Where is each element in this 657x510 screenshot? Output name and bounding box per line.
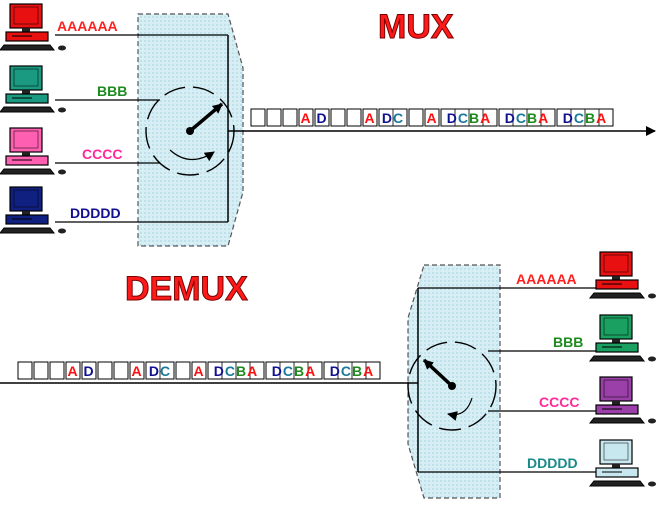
demux-stream-cell: D [81,361,97,380]
demux-switch-circle [407,341,497,431]
demux-stream-cell-box [191,361,207,380]
demux-stream-cell-label: A [193,363,204,379]
mux-label-a: AAAAAA [57,18,118,34]
demux-stream-cell-box [129,361,145,380]
demux-switch-pointer [422,358,454,388]
demux-stream-cell: DCBA [323,361,381,380]
computer-icon [0,65,66,113]
mux-stream-cell-label: A [426,110,437,126]
demux-title: DEMUX [125,270,248,308]
mux-stream-cell-box [314,108,330,127]
demux-stream-cell-box [17,361,33,380]
demux-stream-cell-label: DCBA [330,363,375,379]
mux-stream-cell-box [330,108,346,127]
demux-stream-cell-box [81,361,97,380]
demux-stream-cell [49,361,65,380]
mux-stream-cell [408,108,424,127]
mux-stream-cell-label: D [316,110,327,126]
demux-label-a: AAAAAA [516,271,577,287]
mux-stream-cell-box [408,108,424,127]
computer-icon [0,127,66,175]
demux-stream-cell: A [129,361,145,380]
mux-stream-cell: DCBA [440,108,498,127]
mux-stream-cell [330,108,346,127]
mux-stream-cell-box [266,108,282,127]
demux-label-c: CCCC [539,394,579,410]
mux-stream-cell: DCBA [556,108,614,127]
mux-stream-cell: A [298,108,314,127]
mux-stream-cell-label: DCBA [447,110,492,126]
mux-label-d: DDDDD [70,205,121,221]
mux-stream-cell-box [362,108,378,127]
mux-stream-cell: A [424,108,440,127]
demux-stream-cell-label: A [131,363,142,379]
demux-stream-cell-box [175,361,191,380]
mux-switch-pivot [186,127,194,135]
mux-stream-cell-box [298,108,314,127]
computer-icon [588,439,656,487]
mux-label-c: CCCC [82,146,122,162]
demux-stream-cell-box [49,361,65,380]
demux-box [407,264,501,499]
demux-stream-cell [33,361,49,380]
demux-stream-cell-label: DC [149,363,171,379]
mux-stream-cell: DCBA [498,108,556,127]
computer-icon [588,251,656,299]
mux-stream-cell: D [314,108,330,127]
demux-stream-cell-label: DCBA [272,363,317,379]
mux-stream-cell-label: A [364,110,375,126]
demux-stream-cell-box [33,361,49,380]
mux-computers [0,3,66,234]
demux-stream-cell-box [97,361,113,380]
computer-icon [0,3,66,51]
demux-label-d: DDDDD [527,455,578,471]
demux-stream-cell [113,361,129,380]
demux-stream-cell [97,361,113,380]
demux-switch-pivot [448,382,456,390]
mux-stream-cell-label: DC [382,110,404,126]
demux-stream-cell: DCBA [265,361,323,380]
mux-rotation-arrow [169,149,215,162]
demux-stream-cell [17,361,33,380]
demux-stream-cell-label: D [83,363,94,379]
demux-stream-cell: A [65,361,81,380]
mux-stream-cell: DC [378,108,408,127]
mux-stream-cell [266,108,282,127]
demux-stream-cell: A [191,361,207,380]
mux-stream-cell [250,108,266,127]
computer-icon [0,186,66,234]
demux-label-b: BBB [553,334,583,350]
mux-stream-cell-box [282,108,298,127]
mux-stream-cell [282,108,298,127]
demux-stream-cell: DC [145,361,175,380]
demux-stream-cell-label: A [67,363,78,379]
demux-stream-cell-label: DCBA [214,363,259,379]
mux-stream-cell-label: A [300,110,311,126]
mux-stream-cell-box [250,108,266,127]
demux-rotation-arrow [447,397,473,421]
demux-computers [588,251,656,487]
demux-stream-cell-box [65,361,81,380]
demux-stream-cell: DCBA [207,361,265,380]
demux-stream-cell-box [113,361,129,380]
mux-stream-cell-label: DCBA [505,110,550,126]
demux-stream-cell [175,361,191,380]
computer-icon [588,376,656,424]
mux-stream-cell-label: DCBA [563,110,608,126]
mux-switch-pointer [188,102,224,133]
computer-icon [588,314,656,362]
mux-stream-cell: A [362,108,378,127]
mux-stream-cell-box [424,108,440,127]
mux-stream-cell [346,108,362,127]
mux-title: MUX [378,8,454,46]
mux-stream-cell-box [346,108,362,127]
mux-label-b: BBB [97,83,127,99]
